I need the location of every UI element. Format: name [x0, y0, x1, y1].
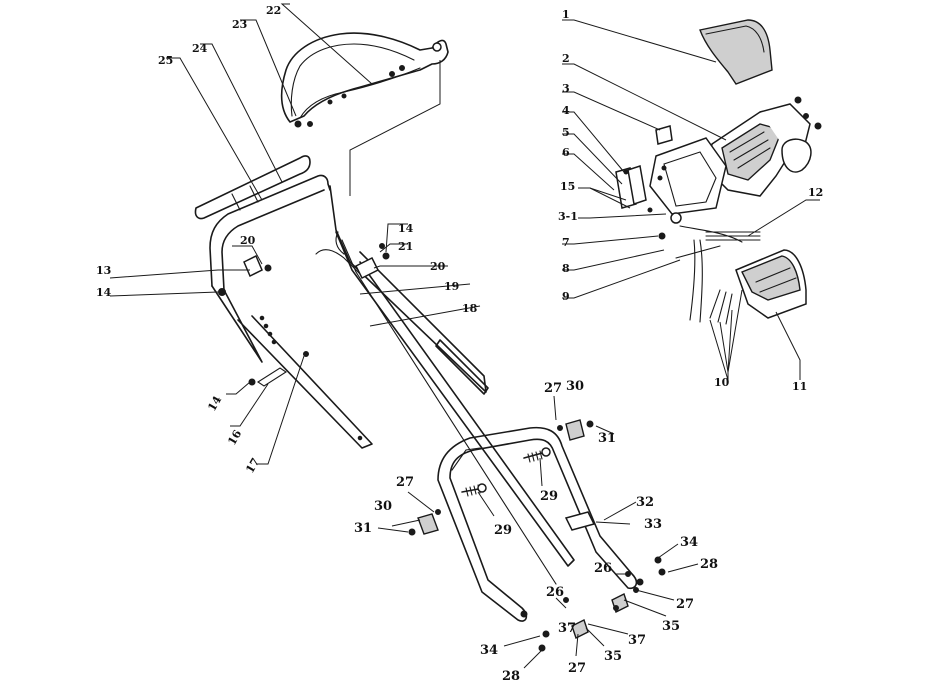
callout-29a: 29 [540, 489, 558, 504]
callout-31b: 31 [354, 521, 372, 536]
callout-4: 4 [562, 104, 570, 117]
callout-23: 23 [232, 18, 247, 31]
callout-31a: 31 [598, 431, 616, 446]
callout-20b: 20 [430, 260, 446, 273]
callout-27d: 27 [568, 661, 586, 676]
callout-28a: 28 [700, 557, 718, 572]
callout-22: 22 [266, 4, 281, 17]
bail-handle [280, 32, 449, 128]
callout-3-1: 3-1 [558, 210, 578, 223]
callout-26b: 26 [546, 585, 564, 600]
callout-14b: 14 [205, 393, 224, 413]
callout-14c: 14 [398, 222, 414, 235]
control-box [615, 19, 822, 325]
callout-9: 9 [562, 290, 570, 303]
callout-13: 13 [96, 264, 111, 277]
callout-19: 19 [444, 280, 459, 293]
callout-26a: 26 [594, 561, 612, 576]
callout-20a: 20 [240, 234, 256, 247]
callout-2: 2 [562, 52, 570, 65]
part-33 [564, 511, 596, 531]
bolts-29 [461, 447, 551, 497]
callout-11: 11 [792, 380, 807, 393]
callout-27c: 27 [676, 597, 694, 612]
callout-35b: 35 [604, 649, 622, 664]
callout-30a: 30 [566, 379, 584, 394]
callout-35a: 35 [662, 619, 680, 634]
callout-15: 15 [560, 180, 575, 193]
callout-5: 5 [562, 126, 570, 139]
callout-10: 10 [714, 376, 730, 389]
callout-6: 6 [562, 146, 570, 159]
callout-25: 25 [158, 54, 173, 67]
callout-34a: 34 [680, 535, 698, 550]
callout-37a: 37 [628, 633, 646, 648]
callout-32: 32 [636, 495, 654, 510]
leader-bail [349, 60, 441, 196]
lower-hardware [538, 556, 666, 652]
callout-3: 3 [562, 82, 570, 95]
callout-24: 24 [192, 42, 208, 55]
callout-27b: 27 [396, 475, 414, 490]
callout-12: 12 [808, 186, 823, 199]
callout-16: 16 [225, 427, 244, 447]
callout-labels: 22 23 24 25 20 13 14 14 16 17 14 21 20 1… [96, 4, 823, 684]
callout-21: 21 [398, 240, 413, 253]
middle-tube-and-cables [315, 185, 575, 585]
callout-8: 8 [562, 262, 570, 275]
callout-27a: 27 [544, 381, 562, 396]
knobs-30-31 [408, 419, 594, 536]
callout-7: 7 [562, 236, 570, 249]
callout-18: 18 [462, 302, 478, 315]
callout-17: 17 [243, 456, 262, 476]
callout-1: 1 [562, 8, 570, 21]
leader-lines [109, 3, 820, 669]
lower-handle [437, 426, 644, 622]
callout-37b: 37 [558, 621, 576, 636]
callout-30b: 30 [374, 499, 392, 514]
callout-34b: 34 [480, 643, 498, 658]
callout-29b: 29 [494, 523, 512, 538]
callout-28b: 28 [502, 669, 520, 684]
callout-14a: 14 [96, 286, 112, 299]
callout-33: 33 [644, 517, 662, 532]
upper-handle [194, 155, 373, 449]
